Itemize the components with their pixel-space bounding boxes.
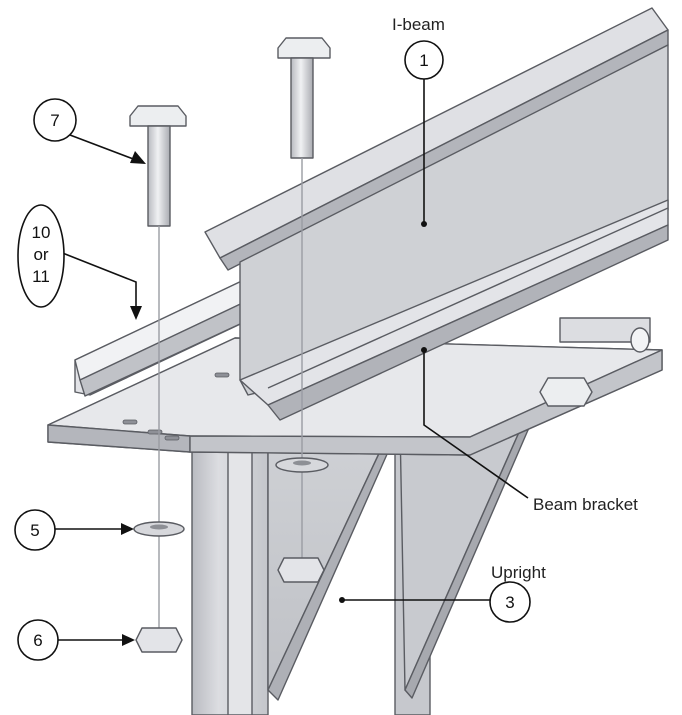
callout-5-number: 5 bbox=[30, 521, 39, 540]
leader-beam-bracket bbox=[421, 347, 529, 499]
callout-6: 6 bbox=[17, 619, 135, 661]
callout-5: 5 bbox=[14, 509, 134, 551]
label-i-beam: I-beam bbox=[392, 15, 445, 34]
label-beam-bracket: Beam bracket bbox=[533, 495, 638, 514]
callout-1: 1 bbox=[404, 40, 444, 227]
callout-7: 7 bbox=[33, 98, 146, 164]
bolt-left bbox=[129, 105, 187, 640]
washer-left bbox=[133, 521, 185, 537]
callout-1-number: 1 bbox=[419, 51, 428, 70]
nut-far bbox=[539, 377, 593, 407]
nut-right bbox=[277, 557, 325, 583]
callout-10-or-11: 10 or 11 bbox=[17, 204, 142, 320]
callout-3: 3 bbox=[339, 581, 531, 623]
label-upright: Upright bbox=[491, 563, 546, 582]
callout-3-number: 3 bbox=[505, 593, 514, 612]
bolt-right bbox=[277, 37, 331, 560]
i-beam bbox=[204, 7, 669, 421]
callout-10-line2: or bbox=[33, 245, 48, 264]
washer-right bbox=[275, 457, 329, 473]
nut-left bbox=[135, 627, 183, 653]
callout-10-line1: 10 bbox=[32, 223, 51, 242]
callout-7-number: 7 bbox=[50, 111, 59, 130]
callout-6-number: 6 bbox=[33, 631, 42, 650]
callout-10-line3: 11 bbox=[32, 267, 50, 286]
